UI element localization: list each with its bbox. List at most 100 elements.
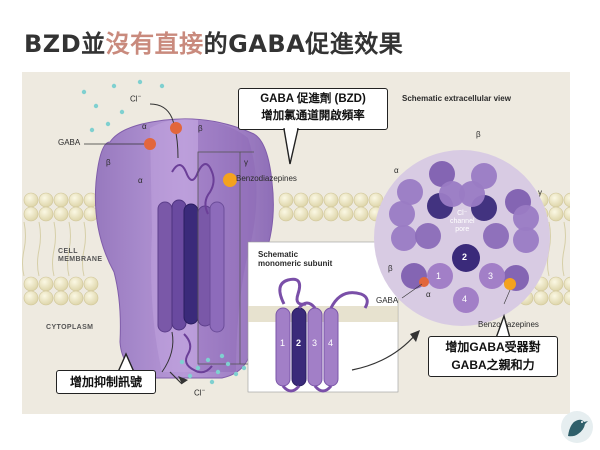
chloride-ion-dot (159, 83, 165, 89)
lipid-bead (563, 192, 570, 208)
subunit-helix-dot (391, 225, 417, 251)
subunit-beta-left-label: β (106, 158, 111, 167)
subunit-helix-dot (389, 201, 415, 227)
lipid-bead (38, 192, 54, 208)
subunit-helix-dot (439, 181, 465, 207)
ring-gamma-right-label: γ (538, 188, 542, 197)
lipid-bead (23, 290, 39, 306)
ring-beta-left-label: β (388, 264, 393, 273)
ring-alpha-bottom-label: α (426, 290, 431, 299)
cytoplasm-label: CYTOPLASM (46, 324, 94, 331)
chloride-ion-dot (89, 127, 95, 133)
chloride-ion-dot (137, 79, 143, 85)
lipid-bead (23, 192, 39, 208)
lipid-bead (53, 290, 69, 306)
gaba-site-left (144, 138, 156, 150)
chloride-ion-dot (111, 83, 117, 89)
chloride-ion-top-label: Cl− (130, 94, 142, 104)
lipid-bead (278, 192, 294, 208)
lipid-bead (38, 276, 54, 292)
gaba-receptor-figure: Cl− GABA Benzodiazepines CELL MEMBRANE C… (22, 72, 570, 414)
lipid-bead (563, 206, 570, 222)
lipid-bead (563, 290, 570, 306)
ring-number-3: 3 (488, 271, 494, 281)
figure-artwork (22, 79, 570, 393)
lipid-bead (533, 290, 549, 306)
subunit-beta-top-label: β (198, 124, 203, 133)
lipid-bead (68, 206, 84, 222)
helix-label-4: 4 (328, 338, 334, 348)
bzd-site-left (223, 173, 237, 187)
helix-label-1: 1 (280, 338, 286, 348)
lipid-bead (68, 276, 84, 292)
callout-bzd-frequency: GABA 促進劑 (BZD) 增加氯通道開啟頻率 (238, 88, 388, 130)
subunit-alpha-top-label: α (142, 122, 147, 131)
lipid-bead (548, 276, 564, 292)
lipid-bead (548, 206, 564, 222)
lipid-bead (68, 192, 84, 208)
monomeric-subunit-title: Schematic monomeric subunit (258, 250, 333, 269)
chloride-ion-dot (81, 89, 87, 95)
title-highlight: 沒有直接 (105, 30, 204, 58)
lipid-bead (38, 290, 54, 306)
lipid-bead (308, 206, 324, 222)
subunit-gamma-label: γ (244, 158, 248, 167)
subunit-helix-dot (429, 161, 455, 187)
callout-bzd-frequency-line1: GABA 促進劑 (BZD) (260, 93, 366, 105)
bzd-right-label: Benzodiazepines (478, 320, 539, 329)
chloride-ion-dot (105, 121, 111, 127)
lipid-bead (53, 206, 69, 222)
lipid-bead (23, 206, 39, 222)
lipid-bead (23, 276, 39, 292)
lipid-bead (83, 276, 99, 292)
subunit-alpha-left-label: α (138, 176, 143, 185)
channel-pore-label: Cl⁻ channel pore (450, 210, 475, 234)
lipid-bead (353, 206, 369, 222)
chloride-ion-dot (205, 357, 211, 363)
extracellular-view-title: Schematic extracellular view (402, 94, 511, 103)
chloride-ion-dot (209, 379, 215, 385)
lipid-bead (353, 192, 369, 208)
lipid-bead (548, 290, 564, 306)
lipid-bead (53, 276, 69, 292)
gaba-site-top (170, 122, 182, 134)
title-suffix: 的GABA促進效果 (203, 30, 404, 58)
ring-number-2: 2 (462, 252, 468, 262)
callout-bzd-frequency-line2: 增加氯通道開啟頻率 (261, 110, 365, 122)
callout-gaba-affinity-line1: 增加GABA受器對 (445, 340, 541, 354)
lipid-bead (293, 192, 309, 208)
lipid-bead (38, 206, 54, 222)
chloride-ions (81, 79, 247, 385)
lipid-bead (323, 192, 339, 208)
lipid-bead (563, 276, 570, 292)
chloride-ion-dot (233, 371, 239, 377)
bzd-site-right (504, 278, 516, 290)
subunit-helix-dot (397, 179, 423, 205)
slide-title: BZD並沒有直接的GABA促進效果 (24, 24, 403, 59)
lipid-bead (278, 206, 294, 222)
lipid-bead (338, 206, 354, 222)
chloride-ion-dot (93, 103, 99, 109)
helix-label-2: 2 (296, 338, 302, 348)
ring-number-4: 4 (462, 294, 468, 304)
subunit-helix-dot (513, 227, 539, 253)
lipid-bead (308, 192, 324, 208)
bird-logo-icon (561, 411, 593, 443)
chloride-ion-dot (179, 359, 185, 365)
lipid-bead (83, 290, 99, 306)
lipid-bead (548, 192, 564, 208)
monomeric-subunit-inset (247, 241, 420, 393)
subunit-helix-dot (513, 205, 539, 231)
gaba-site-right (419, 277, 429, 287)
ring-beta-top-label: β (476, 130, 481, 139)
lipid-bead (323, 206, 339, 222)
bzd-left-label: Benzodiazepines (236, 174, 297, 183)
ring-alpha-left-label: α (394, 166, 399, 175)
callout-gaba-affinity: 增加GABA受器對 GABA之親和力 (428, 336, 558, 377)
chloride-ion-dot (241, 365, 247, 371)
chloride-ion-dot (195, 365, 201, 371)
lipid-bead (53, 192, 69, 208)
subunit-helix-dot (483, 223, 509, 249)
chloride-ion-dot (225, 361, 231, 367)
chloride-ion-bottom-label: Cl− (194, 388, 206, 398)
